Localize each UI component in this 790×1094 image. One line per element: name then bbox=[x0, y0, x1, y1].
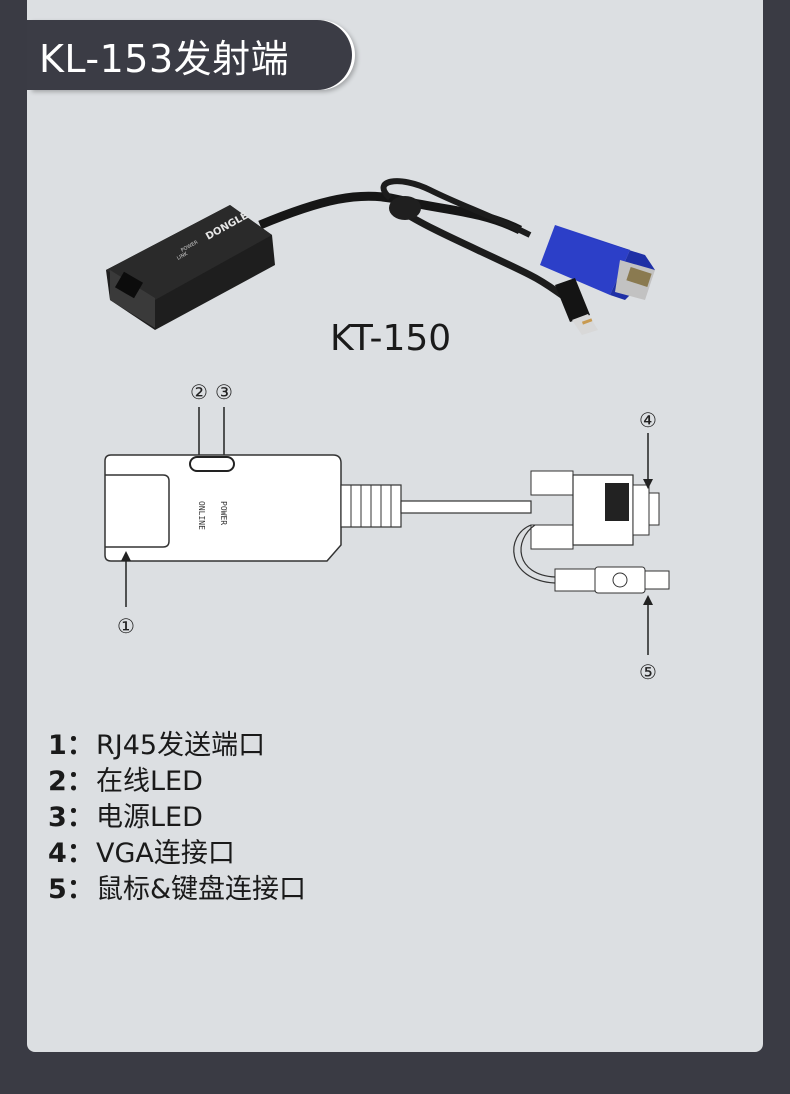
usb-plug-photo bbox=[555, 278, 598, 335]
legend-number: 5： bbox=[48, 874, 94, 905]
product-photo: DONGLE POWER LINK bbox=[106, 178, 655, 335]
callout-5: ⑤ bbox=[639, 660, 657, 684]
arrowhead-1 bbox=[121, 551, 131, 561]
legend-text: VGA连接口 bbox=[96, 838, 235, 869]
legend-number: 2： bbox=[48, 766, 94, 797]
legend-item: 1：RJ45发送端口 bbox=[48, 728, 306, 764]
legend-text: 在线LED bbox=[96, 766, 203, 797]
led-power-label: POWER bbox=[219, 501, 228, 525]
vga-connector-outline bbox=[530, 470, 660, 550]
callout-3: ③ bbox=[215, 380, 233, 404]
legend-item: 3：电源LED bbox=[48, 800, 306, 836]
legend-item: 5：鼠标&键盘连接口 bbox=[48, 872, 306, 908]
legend-text: 电源LED bbox=[96, 802, 203, 833]
legend-number: 1： bbox=[48, 730, 94, 761]
arrowhead-4 bbox=[643, 479, 653, 489]
legend-item: 4：VGA连接口 bbox=[48, 836, 306, 872]
dongle-link-tiny: LINK bbox=[176, 251, 189, 262]
led-window bbox=[189, 456, 235, 472]
arrowhead-5 bbox=[643, 595, 653, 605]
callout-1: ① bbox=[117, 614, 135, 638]
port-legend: 1：RJ45发送端口 2：在线LED 3：电源LED 4：VGA连接口 5：鼠标… bbox=[48, 728, 306, 908]
legend-number: 4： bbox=[48, 838, 94, 869]
led-online-label: ONLINE bbox=[197, 501, 206, 530]
title-tab: KL-153发射端 bbox=[27, 20, 352, 90]
usb-connector-outline bbox=[513, 524, 670, 594]
technical-diagram: ② ③ ONLINE POWER ④ bbox=[104, 380, 670, 684]
legend-text: RJ45发送端口 bbox=[96, 730, 266, 761]
callout-2: ② bbox=[190, 380, 208, 404]
legend-number: 3： bbox=[48, 802, 94, 833]
cable-strain-relief bbox=[340, 484, 532, 528]
dongle-body: DONGLE POWER LINK bbox=[106, 205, 275, 330]
legend-item: 2：在线LED bbox=[48, 764, 306, 800]
model-label: KT-150 bbox=[330, 318, 452, 359]
callout-4: ④ bbox=[639, 408, 657, 432]
page-title: KL-153发射端 bbox=[39, 36, 290, 81]
legend-text: 鼠标&键盘连接口 bbox=[96, 874, 307, 905]
dongle-outline: ONLINE POWER bbox=[104, 454, 342, 562]
vga-connector-photo bbox=[540, 225, 655, 300]
